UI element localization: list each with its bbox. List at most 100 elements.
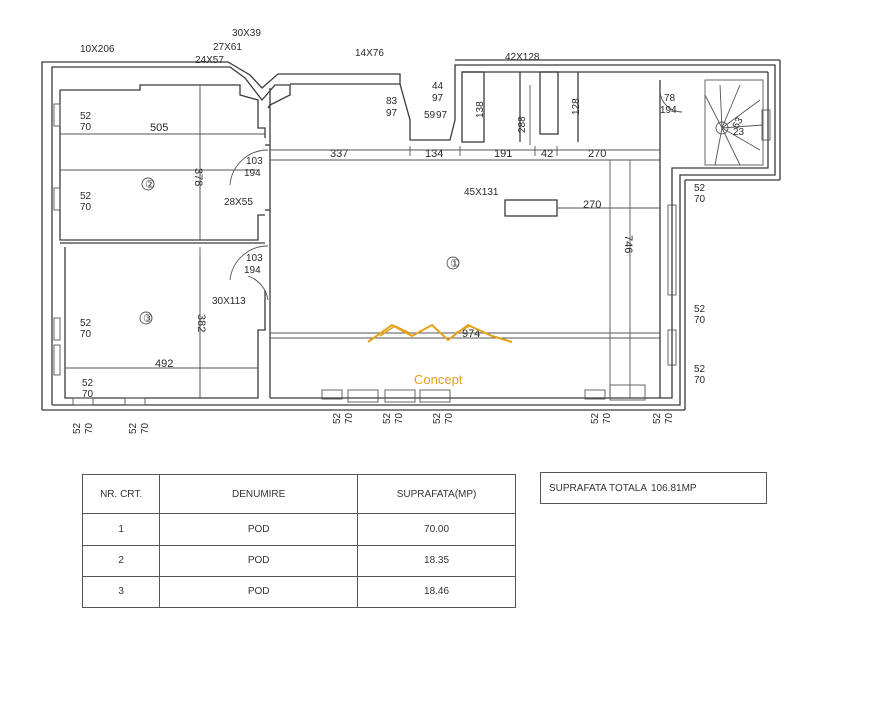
dim-label: 42: [541, 148, 553, 160]
dim-label: 78: [664, 93, 676, 104]
windows: [53, 103, 771, 406]
dim-label: 378: [192, 168, 204, 186]
dim-label: 97: [432, 93, 444, 104]
dim-label: 191: [494, 148, 512, 160]
dim-label: 492: [155, 358, 173, 370]
logo-text: Concept: [414, 372, 463, 387]
dim-label: 63: [731, 115, 746, 131]
table-header-row: NR. CRT. DENUMIRE SUPRAFATA(MP): [81, 473, 516, 515]
dim-label: 14X76: [355, 48, 384, 59]
window-dimension-labels: 52 70 52 70 52 70 52 70 52 70 52 70 52 7…: [80, 111, 706, 400]
dim-label: 27X61: [213, 42, 242, 53]
dim-label: 70: [80, 202, 92, 213]
dim-label: 52: [80, 191, 92, 202]
outer-walls: [41, 59, 781, 411]
room-number: ①: [450, 258, 460, 270]
window-dimension-labels-bottom: 52 70 52 70 52 70 52 70 52 70 52 70 52 7…: [72, 412, 675, 434]
logo-roof-icon: [367, 323, 513, 343]
cell-area: 70.00: [357, 513, 516, 546]
dim-label: 70: [140, 422, 151, 434]
dim-label: 70: [664, 412, 675, 424]
dim-label: 288: [517, 116, 528, 133]
dim-label: 70: [394, 412, 405, 424]
dim-label: 52: [332, 412, 343, 424]
dim-label: 70: [82, 389, 94, 400]
dim-label: 30X113: [212, 296, 246, 307]
cell-nr: 3: [81, 575, 161, 609]
cell-name: POD: [159, 544, 359, 577]
cell-name: POD: [159, 513, 359, 546]
dim-label: 70: [694, 194, 706, 205]
total-area-box: SUPRAFATA TOTALA 106.81MP: [540, 472, 767, 504]
dim-label: 103: [246, 156, 263, 167]
header-nr: NR. CRT.: [81, 473, 161, 515]
dim-label: 24X57: [195, 55, 224, 66]
dim-label: 97: [386, 108, 398, 119]
dim-label: 134: [425, 148, 443, 160]
cell-nr: 1: [81, 513, 161, 546]
cell-area: 18.46: [357, 575, 516, 609]
dim-label: 70: [84, 422, 95, 434]
dim-label: 52: [80, 318, 92, 329]
dim-label: 70: [694, 315, 706, 326]
dim-label: 70: [80, 122, 92, 133]
dimension-lines: [60, 85, 660, 398]
total-value: 106.81MP: [651, 482, 697, 494]
table-row: 1 POD 70.00: [81, 513, 516, 546]
cell-name: POD: [159, 575, 359, 609]
dim-label: 52: [694, 304, 706, 315]
floor-plan: 10X206 30X39 27X61 24X57 14X76 42X128 44…: [41, 28, 781, 434]
dim-label: 382: [195, 314, 207, 332]
stair: [659, 79, 764, 166]
dim-label: 45X131: [464, 187, 499, 198]
dim-label: 194: [660, 105, 677, 116]
total-label: SUPRAFATA TOTALA: [549, 482, 647, 494]
dim-label: 70: [344, 412, 355, 424]
dim-label: 97: [436, 110, 448, 121]
dim-label: 70: [444, 412, 455, 424]
dim-label: 138: [475, 101, 486, 118]
cell-nr: 2: [81, 544, 161, 577]
interior-walls: [59, 71, 661, 399]
dim-label: 52: [694, 183, 706, 194]
dim-label: 270: [583, 199, 601, 211]
dim-label: 52: [590, 412, 601, 424]
dim-label: 52: [72, 422, 83, 434]
dim-label: 52: [652, 412, 663, 424]
table-row: 2 POD 18.35: [81, 544, 516, 577]
dim-label: 974: [462, 328, 480, 340]
table-row: 3 POD 18.46: [81, 575, 516, 609]
dim-label: 70: [602, 412, 613, 424]
dim-label: 10X206: [80, 44, 115, 55]
dim-label: 59: [424, 110, 436, 121]
dim-label: 44: [432, 81, 444, 92]
room-numbers: ① ② ③: [139, 177, 460, 325]
dim-label: 28X55: [224, 197, 253, 208]
dim-label: 194: [244, 265, 261, 276]
dim-label: 83: [386, 96, 398, 107]
cell-area: 18.35: [357, 544, 516, 577]
dim-label: 52: [80, 111, 92, 122]
dim-label: 70: [80, 329, 92, 340]
dim-label: 52: [694, 364, 706, 375]
dim-label: 52: [128, 422, 139, 434]
dim-label: 337: [330, 148, 348, 160]
header-area: SUPRAFATA(MP): [357, 473, 516, 515]
dim-label: 194: [244, 168, 261, 179]
dim-label: 103: [246, 253, 263, 264]
dim-label: 42X128: [505, 52, 540, 63]
header-name: DENUMIRE: [159, 473, 359, 515]
dim-label: 23: [733, 127, 745, 138]
dim-label: 70: [694, 375, 706, 386]
concept-logo: Concept: [367, 323, 513, 387]
dim-label: 52: [432, 412, 443, 424]
dim-label: 270: [588, 148, 606, 160]
dim-label: 30X39: [232, 28, 261, 39]
dim-label: 52: [82, 378, 94, 389]
door-arcs: [229, 149, 269, 301]
dim-label: 746: [622, 235, 634, 253]
dim-label: 52: [382, 412, 393, 424]
dim-label: 505: [150, 122, 168, 134]
dimension-labels: 10X206 30X39 27X61 24X57 14X76 42X128 44…: [80, 28, 746, 370]
dim-label: 128: [571, 98, 582, 115]
